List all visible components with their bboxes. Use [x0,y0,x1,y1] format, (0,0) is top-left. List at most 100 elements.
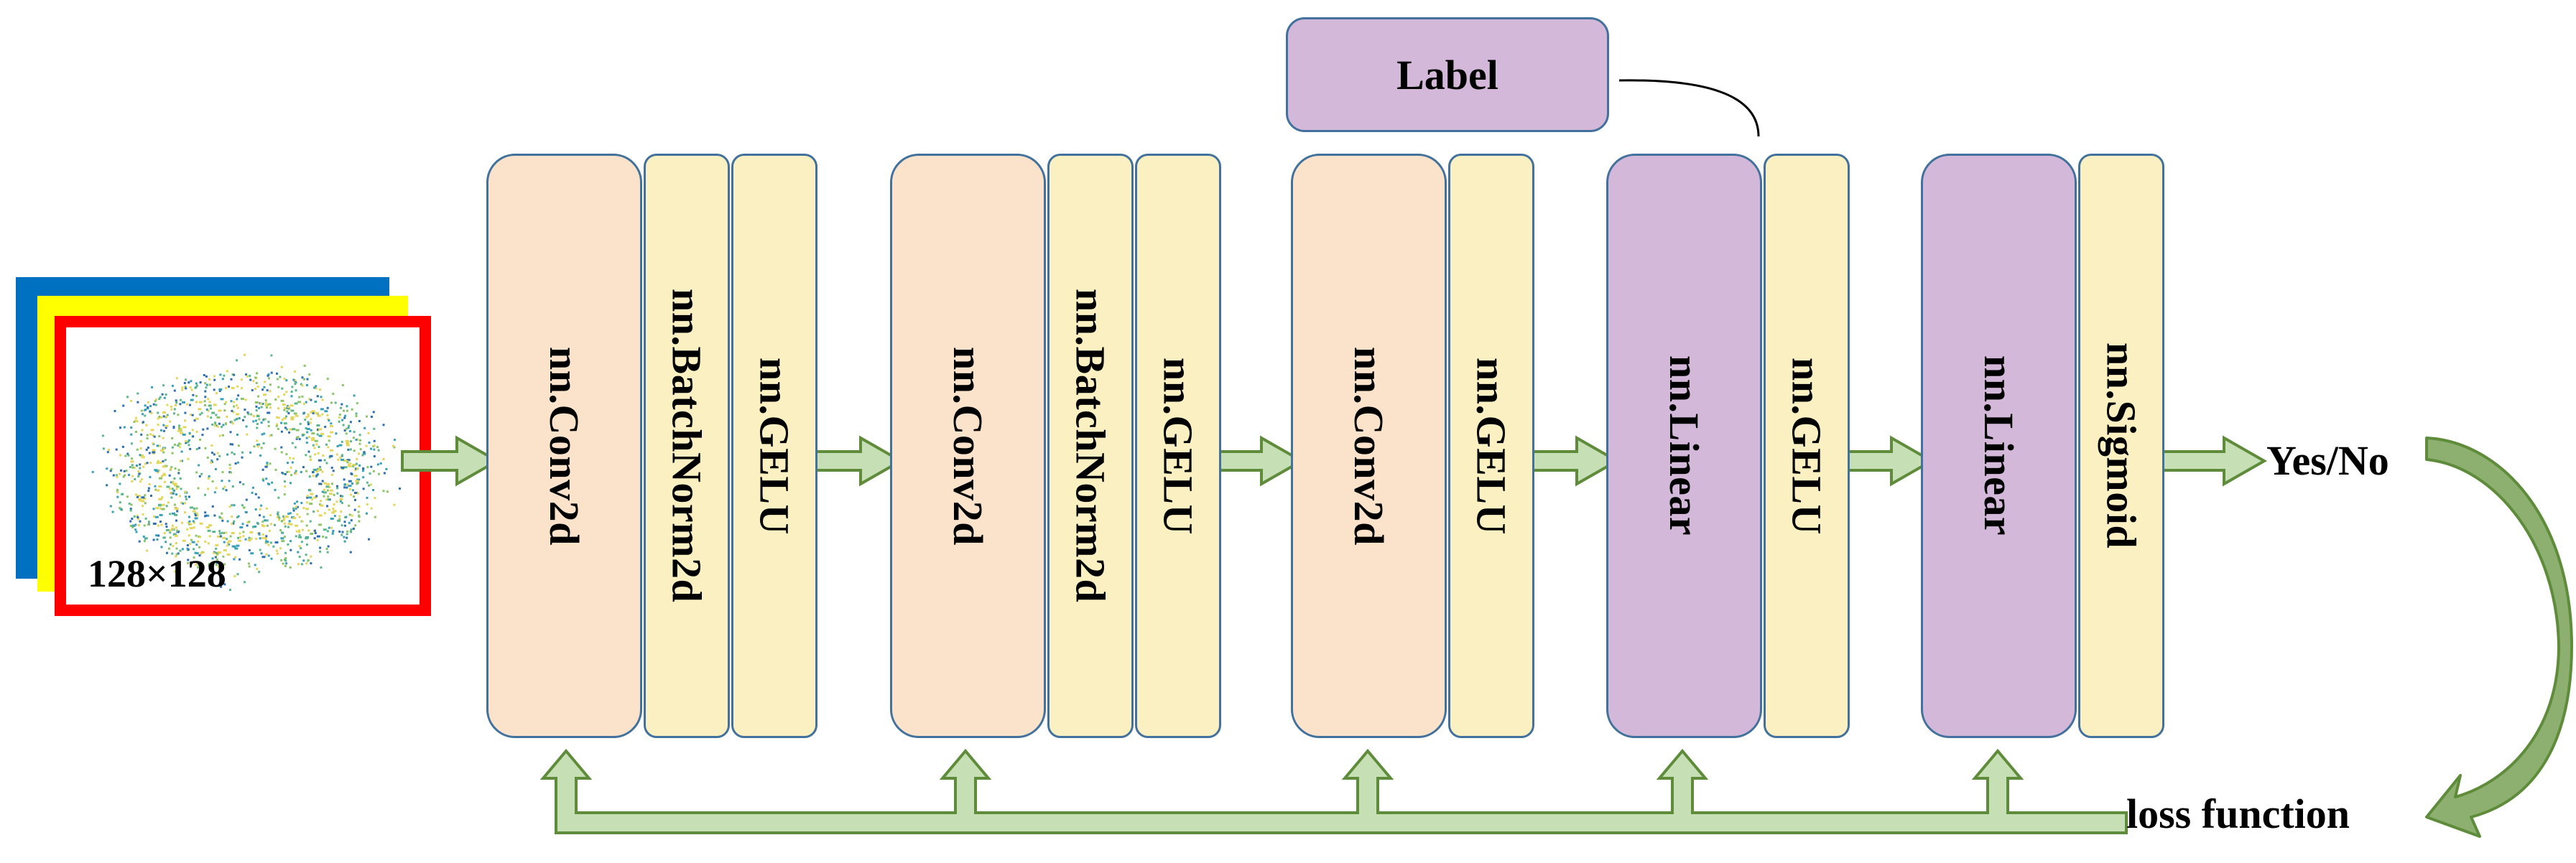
scatter-dot [281,540,285,543]
scatter-dot [345,432,348,435]
scatter-dot [127,454,130,457]
scatter-dot [337,458,340,461]
scatter-dot [285,415,288,418]
scatter-dot [116,490,119,493]
scatter-dot [119,426,121,429]
scatter-dot [147,447,149,449]
scatter-dot [177,472,180,475]
scatter-dot [374,497,376,500]
conv2d-block-2: nn.Conv2d [890,154,1046,738]
scatter-dot [195,448,198,450]
scatter-dot [234,462,237,465]
scatter-dot [141,456,145,459]
scatter-dot [198,535,200,538]
scatter-dot [328,526,330,529]
scatter-dot [346,536,348,539]
scatter-dot [178,424,181,427]
scatter-dot [314,529,316,532]
scatter-dot [237,515,240,518]
scatter-dot [164,459,167,462]
scatter-dot [336,492,339,495]
scatter-dot [301,376,304,379]
scatter-dot [300,563,303,566]
scatter-dot [286,410,289,413]
scatter-dot [231,373,234,376]
scatter-dot [328,493,333,495]
scatter-dot [345,439,349,442]
scatter-dot [134,493,137,496]
scatter-dot [221,378,224,381]
scatter-dot [293,412,297,415]
scatter-dot [179,495,182,498]
scatter-dot [131,466,134,469]
scatter-dot [199,381,202,384]
scatter-dot [140,409,143,412]
scatter-dot [368,442,371,444]
scatter-dot [151,386,154,388]
scatter-dot [131,457,133,460]
scatter-dot [352,437,355,439]
scatter-dot [231,504,233,507]
scatter-dot [157,424,159,426]
scatter-dot [156,462,160,465]
scatter-dot [150,495,152,497]
scatter-dot [248,565,251,568]
scatter-dot [130,442,133,445]
scatter-dot [315,385,318,388]
scatter-dot [346,459,351,462]
scatter-dot [134,528,137,531]
scatter-dot [177,444,180,447]
scatter-dot [182,426,187,429]
scatter-dot [259,537,261,540]
scatter-dot [326,414,329,416]
scatter-dot [323,482,326,485]
scatter-dot [228,463,231,466]
scatter-dot [306,495,309,498]
scatter-dot [278,518,281,521]
scatter-dot [256,445,259,448]
scatter-dot [260,421,263,424]
scatter-dot [333,515,336,518]
scatter-dot [354,524,357,527]
scatter-dot [302,412,305,415]
scatter-dot [231,443,234,446]
scatter-dot [166,403,169,406]
scatter-dot [214,423,217,426]
scatter-dot [301,520,304,523]
scatter-dot [330,422,333,425]
scatter-dot [284,525,287,528]
scatter-dot [159,416,163,419]
scatter-dot [152,449,156,452]
scatter-dot [175,547,178,550]
scatter-dot [204,493,206,496]
scatter-dot [179,446,182,449]
scatter-dot [291,386,294,388]
scatter-dot [277,416,280,419]
scatter-dot [351,473,353,475]
scatter-dot [173,412,175,415]
scatter-dot [213,453,216,456]
scatter-dot [172,426,175,429]
scatter-dot [222,536,226,539]
scatter-dot [149,476,152,478]
scatter-dot [307,450,310,453]
scatter-dot [180,432,184,434]
scatter-dot [352,464,356,466]
scatter-dot [213,378,216,381]
scatter-dot [353,508,356,511]
scatter-dot [282,517,285,520]
scatter-dot [295,381,297,384]
scatter-dot [221,471,224,474]
scatter-dot [295,505,297,508]
scatter-dot [326,530,329,533]
scatter-dot [202,428,205,431]
scatter-dot [215,467,217,470]
scatter-dot [136,448,139,451]
scatter-dot [265,553,268,556]
scatter-dot [130,460,134,463]
scatter-dot [317,510,320,513]
scatter-dot [307,421,310,424]
scatter-dot [310,398,312,401]
scatter-dot [290,409,295,412]
scatter-dot [321,470,324,473]
